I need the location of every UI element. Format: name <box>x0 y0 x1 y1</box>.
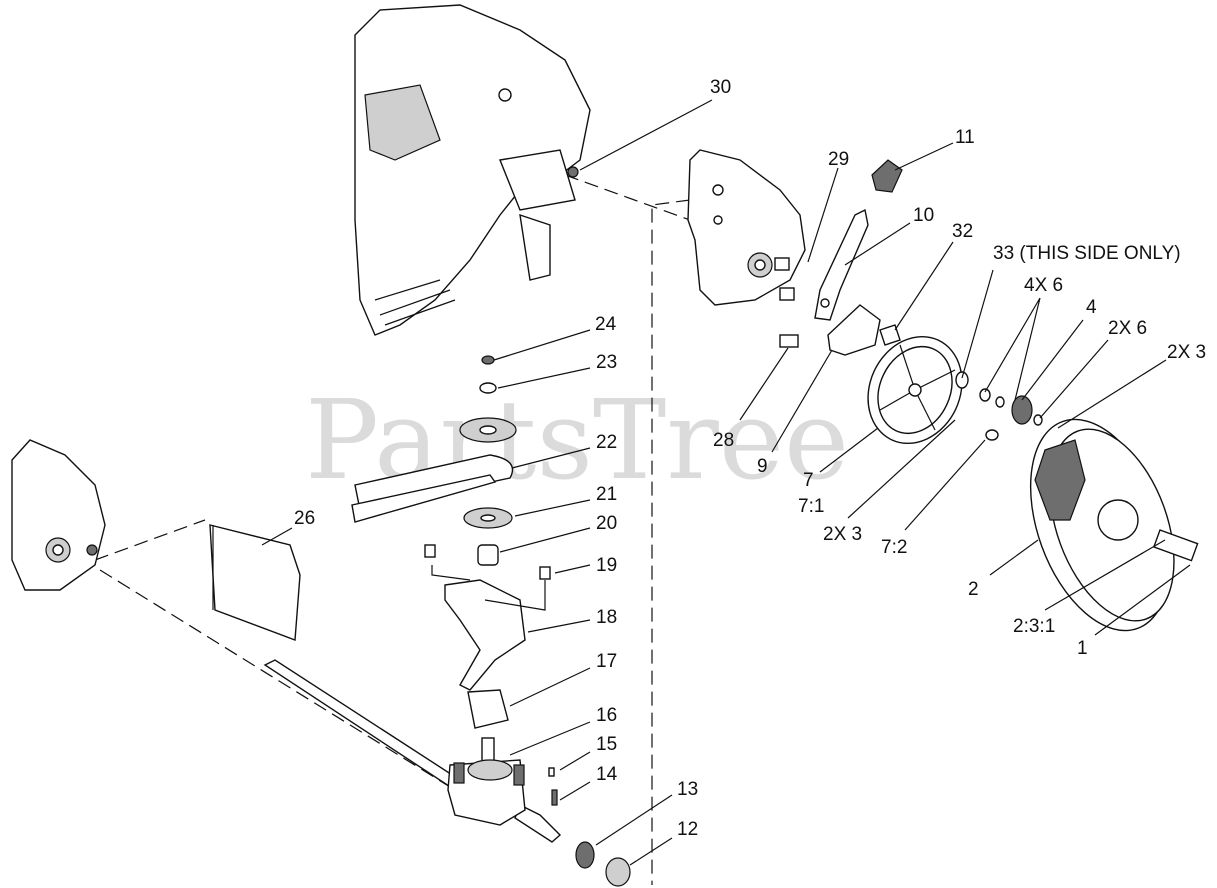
assembly-line-vertical <box>651 199 691 885</box>
part-11-knob-icon <box>871 159 903 193</box>
part-12-pinion-icon <box>605 857 631 887</box>
callout-2: 2 <box>968 579 979 600</box>
callout-13: 13 <box>677 779 698 800</box>
callout-23: 23 <box>596 352 617 373</box>
callout-1: 1 <box>1077 638 1088 659</box>
callout-29: 29 <box>828 149 849 170</box>
callout-16: 16 <box>596 705 617 726</box>
part-13-bushing-icon <box>575 841 595 869</box>
callout-30: 30 <box>710 77 731 98</box>
callout-9: 9 <box>757 456 768 477</box>
callout-12: 12 <box>677 819 698 840</box>
callout-4: 4 <box>1086 297 1097 318</box>
rear-housing <box>354 4 591 336</box>
part-19-bolt-right-icon <box>539 566 551 580</box>
assembly-line-axle <box>94 519 456 791</box>
callout-11: 11 <box>955 127 975 148</box>
wheel-pivot-bracket <box>779 304 901 356</box>
gearbox-bracket <box>424 544 551 691</box>
part-17-plate-icon <box>467 689 509 729</box>
part-28-bolt-icon <box>779 334 799 348</box>
callout-2x6: 2X 6 <box>1108 318 1147 339</box>
callout-7-2: 7:2 <box>881 537 907 558</box>
height-adjust-lever <box>814 159 903 321</box>
height-adjust-bracket <box>687 149 806 306</box>
callout-14: 14 <box>596 764 618 785</box>
leader-lines <box>261 99 1191 866</box>
part-24-nut-icon <box>481 355 495 365</box>
callout-21: 21 <box>596 484 617 505</box>
callout-32: 32 <box>952 221 973 242</box>
axle-shield <box>209 524 301 641</box>
left-side-plate <box>11 439 106 591</box>
callout-18: 18 <box>596 607 617 628</box>
part-30-nut-icon <box>567 166 579 178</box>
callout-19: 19 <box>596 555 617 576</box>
callout-26: 26 <box>294 508 315 529</box>
pulley-stack <box>351 355 517 566</box>
part-4-gear-icon <box>1011 395 1033 425</box>
part-19-bolt-left-icon <box>424 544 436 558</box>
callout-15: 15 <box>596 734 617 755</box>
part-1-bolt-icon <box>1152 529 1199 562</box>
callout-2-3-1: 2:3:1 <box>1013 616 1055 637</box>
callout-2x3-bottom: 2X 3 <box>823 524 862 545</box>
wheel-hardware <box>955 371 1060 441</box>
rear-wheel <box>1029 418 1199 632</box>
part-29-bolt-icon <box>774 257 790 271</box>
callout-24: 24 <box>595 314 617 335</box>
drive-wheel-hub <box>867 335 963 445</box>
housing-pivot-icon <box>498 88 512 102</box>
callout-10: 10 <box>913 205 934 226</box>
callout-20: 20 <box>596 513 617 534</box>
assembly-line-deck <box>564 174 691 221</box>
callout-labels: 30 29 11 10 32 33 (THIS SIDE ONLY) 4X 6 … <box>294 77 1206 840</box>
transmission-gearbox <box>447 737 558 826</box>
callout-2x3-top: 2X 3 <box>1167 342 1206 363</box>
callout-7-1: 7:1 <box>798 496 824 517</box>
callout-28: 28 <box>713 430 734 451</box>
callout-4x6: 4X 6 <box>1024 275 1063 296</box>
callout-22: 22 <box>596 432 617 453</box>
callout-17: 17 <box>596 651 617 672</box>
callout-7: 7 <box>803 470 814 491</box>
wheel-tread-icon <box>1034 439 1086 521</box>
callout-33: 33 (THIS SIDE ONLY) <box>993 243 1181 264</box>
